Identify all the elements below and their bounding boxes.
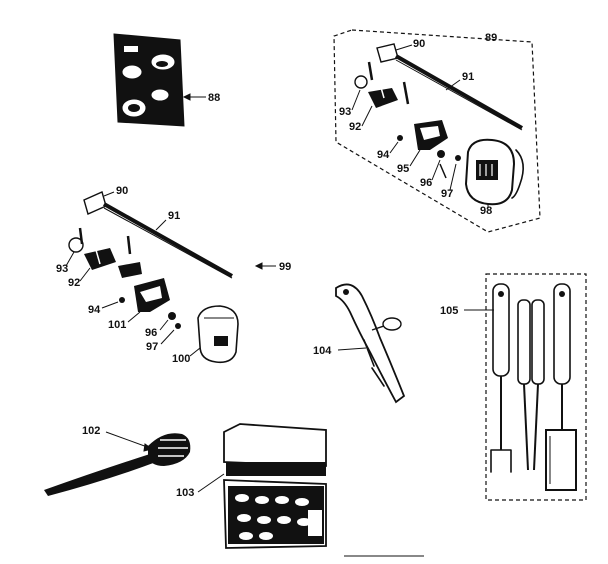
part-105-tools xyxy=(490,283,577,491)
label-105: 105 xyxy=(440,305,458,317)
part-89-kit-contents xyxy=(354,43,524,206)
part-88-booklet xyxy=(113,33,185,127)
label-91-kit: 91 xyxy=(462,71,474,83)
label-104: 104 xyxy=(313,345,332,357)
label-96-kit: 96 xyxy=(420,177,432,189)
label-96-loose: 96 xyxy=(145,327,157,339)
label-98: 98 xyxy=(480,205,492,217)
label-90-loose: 90 xyxy=(116,185,128,197)
label-93-kit: 93 xyxy=(339,106,351,118)
label-94-kit: 94 xyxy=(377,149,390,161)
label-91-loose: 91 xyxy=(168,210,180,222)
label-89: 89 xyxy=(485,32,497,44)
part-105-toolset-box xyxy=(485,273,587,501)
label-92-kit: 92 xyxy=(349,121,361,133)
part-89-kit-outline xyxy=(333,29,541,233)
label-99: 99 xyxy=(279,261,291,273)
label-97-loose: 97 xyxy=(146,341,158,353)
label-88: 88 xyxy=(208,92,220,104)
label-93-loose: 93 xyxy=(56,263,68,275)
label-100: 100 xyxy=(172,353,190,365)
label-94-loose: 94 xyxy=(88,304,101,316)
label-90-kit: 90 xyxy=(413,38,425,50)
part-102-brush xyxy=(44,433,191,496)
label-92-loose: 92 xyxy=(68,277,80,289)
label-103: 103 xyxy=(176,487,194,499)
part-103-charcoal-box xyxy=(223,423,327,549)
part-99-spit-assembly xyxy=(68,191,239,364)
label-95: 95 xyxy=(397,163,409,175)
label-101: 101 xyxy=(108,319,126,331)
part-104-lifter xyxy=(335,283,406,404)
label-97-kit: 97 xyxy=(441,188,453,200)
label-102: 102 xyxy=(82,425,100,437)
